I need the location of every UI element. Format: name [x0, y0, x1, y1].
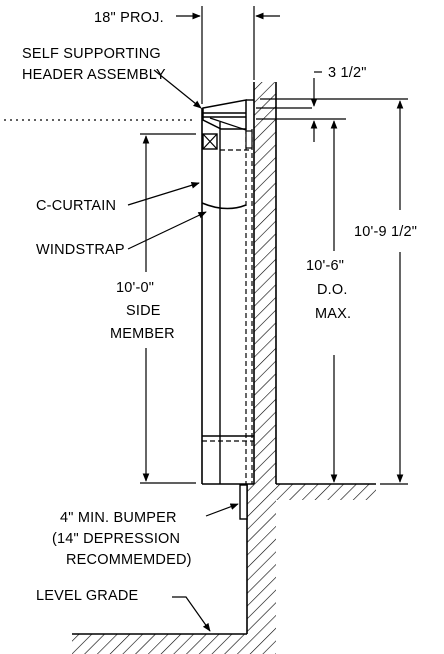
overall-height-label: 10'-9 1/2"	[354, 224, 417, 240]
dock-foundation	[246, 484, 276, 654]
side-member-label-line2: SIDE	[126, 303, 161, 319]
side-member	[201, 108, 254, 485]
windstrap-leader	[127, 211, 207, 250]
level-grade-label: LEVEL GRADE	[36, 588, 139, 604]
projection-dimension: 18" PROJ.	[94, 6, 280, 104]
bumper	[239, 484, 248, 520]
door-opening-dimension: 10'-6" D.O. MAX.	[306, 120, 351, 483]
side-member-dimension: 10'-0" SIDE MEMBER	[110, 133, 196, 484]
dock-floor	[276, 483, 376, 500]
bumper-leader	[205, 503, 239, 517]
c-curtain-leader	[127, 182, 200, 206]
bumper-label-line3: RECOMMEMDED)	[66, 552, 192, 568]
windstrap-label: WINDSTRAP	[36, 242, 125, 258]
side-member-label-line3: MEMBER	[110, 326, 175, 342]
header-gap-dimension: 3 1/2"	[256, 65, 367, 142]
door-opening-label-line3: MAX.	[315, 306, 351, 322]
door-opening-label-line2: D.O.	[317, 282, 348, 298]
header-gap-label: 3 1/2"	[328, 65, 367, 81]
building-wall	[253, 82, 277, 484]
header-bracket-box	[202, 130, 253, 150]
side-member-label-line1: 10'-0"	[116, 280, 154, 296]
header-assembly	[202, 99, 254, 131]
projection-label: 18" PROJ.	[94, 10, 164, 26]
header-label-line2: HEADER ASSEMBLY	[22, 67, 166, 83]
ground-level-grade	[72, 633, 247, 654]
windstrap	[201, 202, 247, 210]
level-grade-leader	[172, 596, 211, 632]
door-opening-label-line1: 10'-6"	[306, 258, 344, 274]
overall-height-dimension: 10'-9 1/2"	[260, 98, 417, 485]
header-leader	[153, 69, 202, 109]
c-curtain-label: C-CURTAIN	[36, 198, 116, 214]
bumper-label-line2: (14" DEPRESSION	[52, 531, 180, 547]
header-label-line1: SELF SUPPORTING	[22, 46, 161, 62]
bumper-label-line1: 4" MIN. BUMPER	[60, 510, 177, 526]
